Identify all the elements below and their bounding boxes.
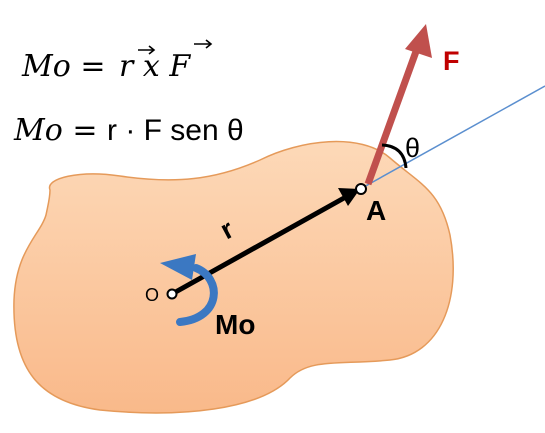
formula1-equals: = [71,49,115,84]
angle-arc [381,143,408,169]
f-vector-arrow-icon [194,39,213,49]
force-label: F [443,46,460,76]
formula-vector-moment: Mo = r x F [21,39,213,84]
formula1-f-symbol: F [168,49,191,84]
moment-arrow-head [160,254,196,280]
position-vector-shaft [170,195,346,297]
formula1-r-symbol: r [119,49,135,84]
force-arrow-head [405,24,432,58]
line-of-action [361,85,545,189]
force-arrow-shaft [364,44,422,186]
angle-label: θ [405,133,420,163]
formula2-equals: = [63,113,107,148]
formula1-lhs: Mo [21,49,71,84]
formula1-cross: x [133,49,169,84]
origin-point [166,288,178,300]
point-a-label: A [366,195,386,226]
formula-scalar-moment: Mo = r · F sen θ [13,113,244,148]
svg-text:Mo = r x F: Mo = r x F [21,49,191,84]
origin-label: O [145,285,159,305]
formula2-rhs: r · F sen θ [107,114,244,147]
position-vector-head [338,188,360,206]
r-vector-arrow-icon [138,45,156,55]
moment-arrow-arc [176,264,218,326]
rigid-body-shape [13,140,454,414]
moment-label: Mo [215,309,255,340]
formula2-lhs: Mo [13,113,63,148]
point-a [355,183,367,195]
